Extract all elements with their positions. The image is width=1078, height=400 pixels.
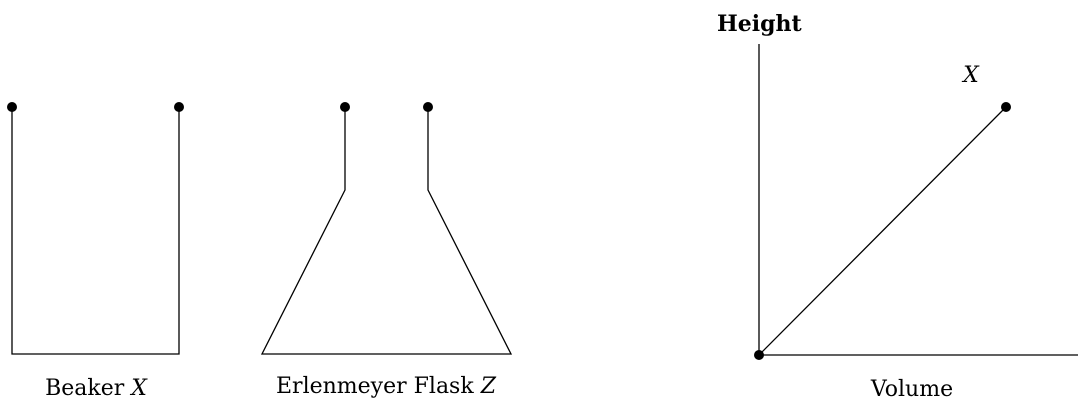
beaker-outline [11,107,180,355]
beaker-rim-left-dot [7,102,17,112]
beaker-rim-right-dot [174,102,184,112]
series-x-label: X [961,63,980,88]
series-x-endpoint-dot [1001,102,1011,112]
beaker-x: Beaker X [7,102,184,400]
erlenmeyer-flask-z: Erlenmeyer Flask Z [260,102,513,399]
flask-neck-left-dot [340,102,350,112]
origin-dot [754,350,764,360]
y-axis-label: Height [717,11,803,37]
series-x-line [758,106,1007,356]
height-volume-graph: Height Volume X [717,11,1078,400]
flask-outline [260,107,513,355]
x-axis-label: Volume [870,377,953,400]
beaker-caption: Beaker X [45,376,148,400]
flask-caption: Erlenmeyer Flask Z [276,374,497,399]
flask-neck-right-dot [423,102,433,112]
